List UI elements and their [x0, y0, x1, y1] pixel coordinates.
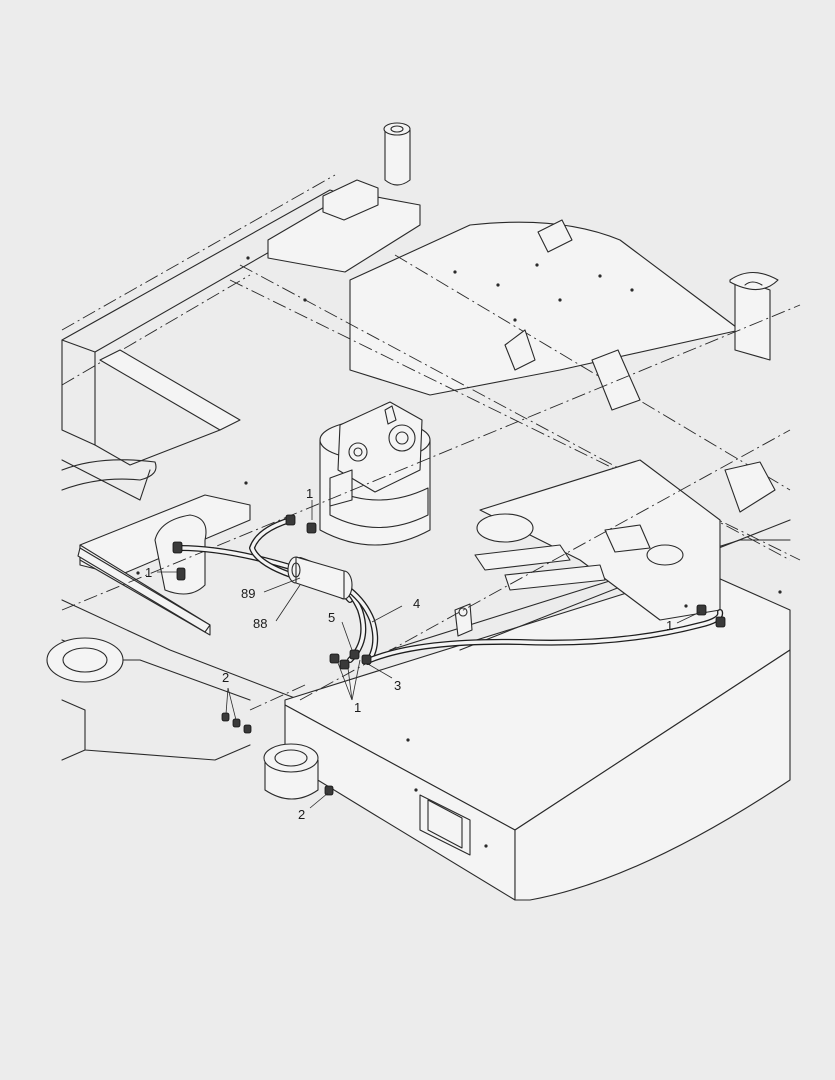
callout-1-top: 1 [306, 486, 313, 501]
upper-frame [61, 122, 801, 561]
callout-3: 3 [394, 678, 401, 693]
callout-labels: 1 1 1 1 2 2 3 4 5 88 89 [145, 486, 673, 822]
callout-1-bottom: 1 [354, 700, 361, 715]
callout-2-left: 2 [222, 670, 229, 685]
callout-89: 89 [241, 586, 255, 601]
callout-88: 88 [253, 616, 267, 631]
callout-1-left: 1 [145, 565, 152, 580]
swing-motor [319, 401, 431, 546]
leader-lines [157, 500, 701, 809]
callout-4: 4 [413, 596, 420, 611]
hydraulic-hoses [177, 517, 724, 665]
callout-5: 5 [328, 610, 335, 625]
hose-fittings [172, 514, 726, 796]
callout-1-right: 1 [666, 618, 673, 633]
callout-2-bottom: 2 [298, 807, 305, 822]
